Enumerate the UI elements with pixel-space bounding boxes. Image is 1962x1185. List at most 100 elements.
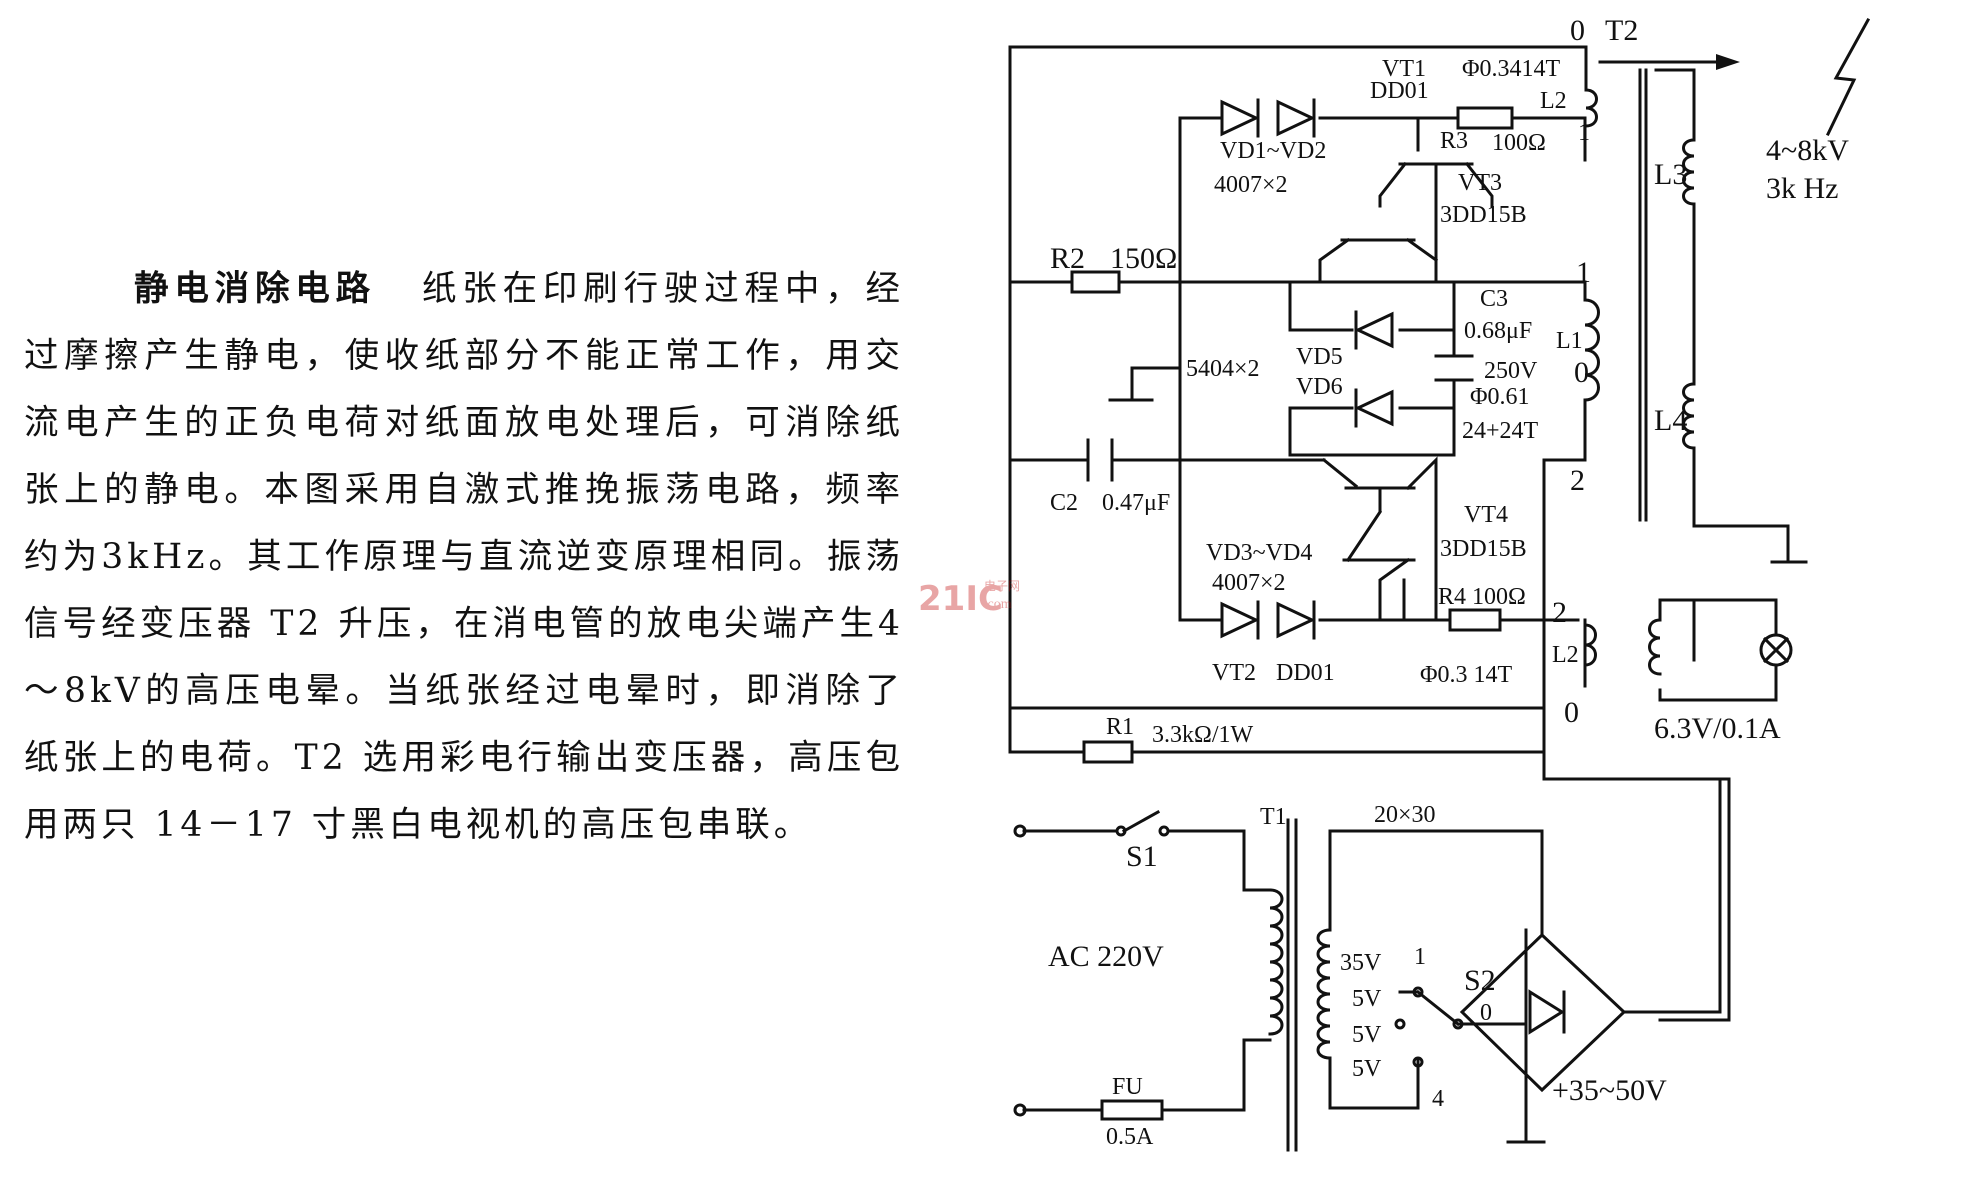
c2-value-label: 0.47μF	[1102, 490, 1170, 516]
output-voltage-label: 4~8kV	[1766, 134, 1849, 167]
r1-value-label: 3.3kΩ/1W	[1152, 722, 1254, 748]
s2-position-0-label: 0	[1480, 1000, 1492, 1026]
t2-terminal-1-mid: 1	[1576, 256, 1591, 289]
lamp-rating-label: 6.3V/0.1A	[1654, 712, 1781, 745]
diode-vd2	[1276, 98, 1316, 138]
middle-section	[1108, 280, 1587, 462]
ac-input-label: AC 220V	[1048, 940, 1164, 973]
r2-value-label: 150Ω	[1110, 242, 1177, 275]
terminal-ac-top[interactable]	[1013, 824, 1027, 838]
l2-top-label: L2	[1540, 88, 1567, 114]
inductor-l2-bottom	[1583, 623, 1597, 667]
inductor-l3	[1682, 138, 1696, 206]
diagram-labels: 0 T2 VT1 DD01 Φ0.3414T L2 1 R3 100Ω VD1~…	[1048, 14, 1849, 1150]
vt4-type-label: 3DD15B	[1440, 536, 1527, 562]
t2-terminal-0-top: 0	[1570, 14, 1585, 47]
tap-5v-1-label: 5V	[1352, 986, 1382, 1012]
inductor-l4	[1682, 382, 1696, 450]
s2-label: S2	[1464, 964, 1496, 997]
terminal-ac-bottom[interactable]	[1013, 1103, 1027, 1117]
l2-top-winding-label: Φ0.3414T	[1462, 56, 1561, 82]
components	[1013, 17, 1871, 1121]
vt4-label: VT4	[1464, 502, 1508, 528]
vt3-type-label: 3DD15B	[1440, 202, 1527, 228]
vd6-label: VD6	[1296, 374, 1343, 400]
switch-s2[interactable]	[1394, 986, 1464, 1068]
lamp-icon	[1759, 633, 1793, 667]
inductor-lamp-winding	[1648, 618, 1662, 676]
l4-label: L4	[1654, 404, 1687, 437]
diode-vd6	[1354, 388, 1394, 428]
diode-vd5	[1354, 310, 1394, 350]
fuse-rating-label: 0.5A	[1106, 1124, 1154, 1150]
diode-vd3	[1220, 600, 1260, 640]
t2-terminal-0-bottom: 0	[1564, 696, 1579, 729]
bridge-rectifier	[1459, 924, 1722, 1093]
inductor-l1	[1583, 298, 1600, 402]
t2-secondary	[1598, 60, 1804, 702]
tap-5v-2-label: 5V	[1352, 1022, 1382, 1048]
vd3-vd4-value-label: 4007×2	[1212, 570, 1286, 596]
wires	[1008, 45, 1731, 1022]
vt3-label: VT3	[1458, 170, 1502, 196]
vd3-vd4-label: VD3~VD4	[1206, 540, 1312, 566]
t2-terminal-2-bottom: 2	[1552, 596, 1567, 629]
vt1-label: VT1	[1382, 56, 1426, 82]
s2-position-4-label: 4	[1432, 1086, 1444, 1112]
resistor-r4	[1448, 608, 1502, 632]
c3-value-label: 0.68μF	[1464, 318, 1532, 344]
watermark-sub-top: 电子网	[984, 579, 1020, 593]
fuse-label: FU	[1112, 1074, 1143, 1100]
t1-label: T1	[1260, 804, 1287, 830]
resistor-r3	[1456, 106, 1514, 130]
output-frequency-label: 3k Hz	[1766, 172, 1838, 205]
circuit-title: 静电消除电路	[134, 269, 376, 309]
l2-bottom-label: L2	[1552, 642, 1579, 668]
transformer-t1-primary	[1242, 888, 1284, 1042]
description-block: 静电消除电路纸张在印刷行驶过程中，经过摩擦产生静电，使收纸部分不能正常工作，用交…	[24, 256, 904, 859]
diode-vd4	[1276, 600, 1316, 640]
s1-label: S1	[1126, 840, 1158, 873]
fuse-fu	[1100, 1099, 1164, 1121]
vd1-vd2-label: VD1~VD2	[1220, 138, 1326, 164]
r3-label: R3	[1440, 128, 1468, 154]
arrow-icon	[1716, 54, 1740, 70]
dd01-bottom-label: DD01	[1276, 660, 1335, 686]
t2-terminal-2-mid: 2	[1570, 464, 1585, 497]
capacitor-c2	[1086, 438, 1114, 482]
vd1-vd2-value-label: 4007×2	[1214, 172, 1288, 198]
tap-5v-3-label: 5V	[1352, 1056, 1382, 1082]
t2-terminal-0-mid: 0	[1574, 356, 1589, 389]
switch-s1[interactable]	[1115, 825, 1170, 837]
bottom-branch	[1178, 456, 1587, 688]
r3-value-label: 100Ω	[1492, 130, 1546, 156]
l1-label: L1	[1556, 328, 1583, 354]
dc-output-label: +35~50V	[1552, 1074, 1667, 1107]
r2-label: R2	[1050, 242, 1085, 275]
dd01-top-label: DD01	[1370, 78, 1429, 104]
s2-position-1-label: 1	[1414, 944, 1426, 970]
r4-label: R4 100Ω	[1438, 584, 1526, 610]
r1-label: R1	[1106, 714, 1134, 740]
discharge-spark-icon	[1825, 17, 1871, 137]
watermark: 21IC 电子网 .com	[918, 579, 1020, 619]
description-text: 纸张在印刷行驶过程中，经过摩擦产生静电，使收纸部分不能正常工作，用交流电产生的正…	[24, 269, 905, 845]
transformer-t1-secondary	[1316, 928, 1332, 1060]
t2-label: T2	[1605, 14, 1638, 47]
inductor-l2-top	[1584, 88, 1598, 128]
core-size-label: 20×30	[1374, 802, 1436, 828]
l1-winding-label: Φ0.61	[1470, 384, 1530, 410]
t2-terminal-1-top: 1	[1578, 120, 1590, 146]
vt2-label: VT2	[1212, 660, 1256, 686]
watermark-sub-bottom: .com	[984, 597, 1012, 612]
description-paragraph: 静电消除电路纸张在印刷行驶过程中，经过摩擦产生静电，使收纸部分不能正常工作，用交…	[24, 256, 904, 859]
capacitor-c3	[1434, 354, 1474, 382]
resistor-r2	[1070, 270, 1121, 294]
tap-35v-label: 35V	[1340, 950, 1382, 976]
power-supply	[1022, 777, 1722, 1152]
vd5-label: VD5	[1296, 344, 1343, 370]
zener-value-label: 5404×2	[1186, 356, 1260, 382]
c3-label: C3	[1480, 286, 1508, 312]
c2-label: C2	[1050, 490, 1078, 516]
